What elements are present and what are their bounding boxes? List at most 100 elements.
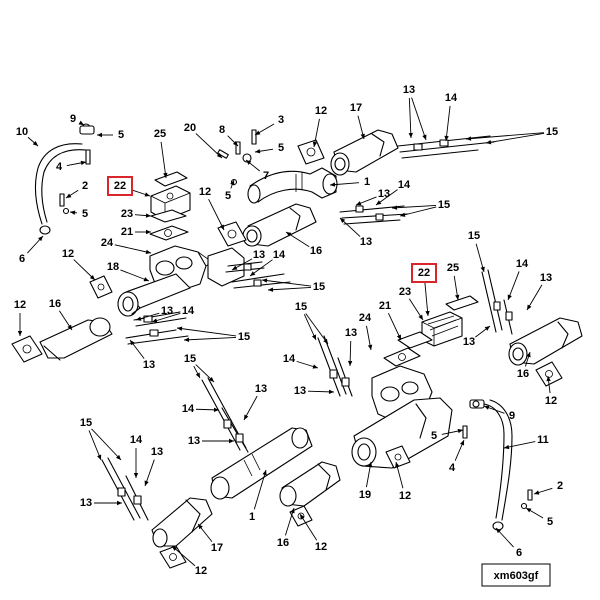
leader-line-15 [267,287,312,291]
callout-22: 22 [114,180,126,192]
callout-13: 13 [255,383,267,395]
callout-5: 5 [225,190,231,202]
leader-arrowhead [250,271,256,276]
leader-line-15 [261,279,312,287]
callout-13: 13 [403,84,415,96]
leader-arrowhead [425,310,430,316]
callout-15: 15 [238,331,250,343]
callout-4: 4 [449,462,456,474]
figure-id-text: xm603gf [494,570,539,582]
leader-arrowhead [466,136,472,141]
right-oil-line-assembly [462,399,533,531]
callout-1: 1 [364,176,370,188]
leader-arrowhead [286,232,292,237]
leader-arrowhead [78,120,84,125]
leader-arrowhead [395,462,400,468]
callout-14: 14 [398,179,411,191]
leader-arrowhead [66,193,72,198]
leader-arrowhead [262,470,267,476]
leader-arrowhead [367,462,373,468]
callout-25: 25 [154,128,166,140]
leader-line-13 [411,97,427,141]
leader-arrowhead [507,294,512,300]
right-rear-manifold [481,269,583,387]
leader-line-15 [399,206,437,217]
callout-1: 1 [249,511,255,523]
top-middle-pipe [217,129,338,204]
leader-arrowhead [32,141,38,146]
leader-arrowhead [376,200,382,205]
callout-25: 25 [447,262,459,274]
leader-arrowhead [195,372,200,378]
leader-arrowhead [97,132,102,138]
leader-line-15 [305,313,329,345]
leader-line-20 [195,133,223,159]
leader-arrowhead [455,294,460,300]
callout-14: 14 [182,305,195,317]
right-turbo-flange-stack [351,295,479,469]
callout-14: 14 [516,258,529,270]
leader-arrowhead [312,141,318,147]
leader-arrowhead [97,454,102,460]
leader-line-15 [91,428,122,461]
leader-line-15 [176,327,237,337]
callout-13: 13 [360,236,372,248]
left-turbo-flange-stack [149,171,213,293]
callout-13: 13 [143,359,155,371]
callout-6: 6 [516,547,522,559]
leader-arrowhead [400,212,406,217]
leader-arrowhead [526,508,532,513]
callout-12: 12 [545,395,557,407]
leader-arrowhead [246,160,252,165]
bottom-middle-pipe [210,427,341,527]
leader-arrowhead [67,324,72,330]
leader-arrowhead [172,546,178,551]
leader-arrowhead [89,274,95,280]
leader-arrowhead [198,524,203,530]
callout-24: 24 [101,237,114,249]
leader-arrowhead [367,344,373,350]
leader-arrowhead [290,508,295,514]
callout-5: 5 [118,129,124,141]
leader-arrowhead [396,334,401,340]
leader-arrowhead [130,340,135,346]
bottom-left-manifold [101,335,353,569]
leader-arrowhead [330,182,336,187]
callout-14: 14 [130,434,143,446]
leader-line-22 [424,280,429,317]
leader-arrowhead [143,277,149,282]
leader-arrowhead [262,278,268,283]
callout-15: 15 [313,281,325,293]
callout-5: 5 [547,516,553,528]
callout-12: 12 [315,541,327,553]
leader-arrowhead [480,266,485,272]
callout-10: 10 [16,126,28,138]
top-middle-manifold [217,129,495,247]
callout-13: 13 [161,305,173,317]
leader-line-14 [445,105,451,142]
leader-arrowhead [347,360,353,366]
callout-15: 15 [468,230,480,242]
callout-13: 13 [540,272,552,284]
callout-17: 17 [350,102,362,114]
leader-line-15 [465,132,545,140]
leader-arrowhead [457,428,463,434]
callout-14: 14 [273,249,286,261]
leader-arrowhead [163,172,168,178]
left-oil-line-assembly [34,123,95,235]
highlight-box [411,263,437,283]
leader-arrowhead [145,249,151,255]
leader-line-12 [208,198,225,231]
leader-arrowhead [340,218,346,224]
leader-arrowhead [255,130,261,135]
callout-3: 3 [278,114,284,126]
leader-arrowhead [219,224,224,230]
callout-13: 13 [294,385,306,397]
callout-2: 2 [557,480,563,492]
leader-arrowhead [268,287,274,292]
leader-arrowhead [145,213,151,218]
callout-16: 16 [49,298,61,310]
leader-arrowhead [152,318,158,323]
callout-14: 14 [283,353,296,365]
